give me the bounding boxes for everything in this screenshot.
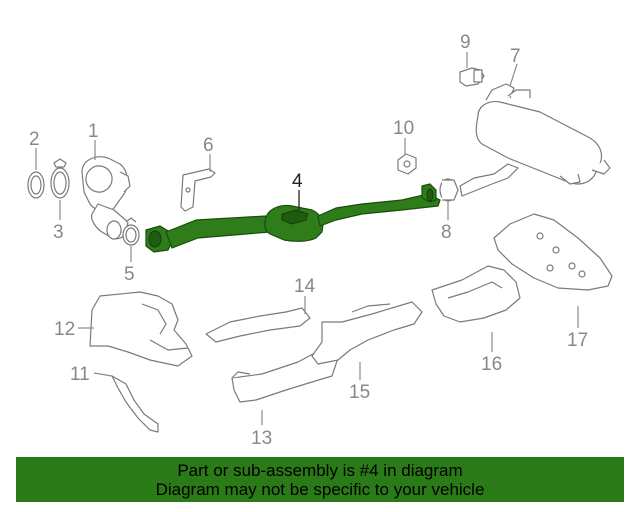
part-9-bracket[interactable] — [459, 67, 485, 87]
part-1-front-converter[interactable] — [81, 156, 131, 240]
part-12-heat-shield[interactable] — [89, 291, 193, 367]
callout-1[interactable]: 1 — [88, 121, 99, 142]
callout-3[interactable]: 3 — [53, 222, 64, 243]
part-3-clamp[interactable] — [50, 158, 70, 199]
part-4-intermediate-pipe[interactable] — [145, 183, 441, 253]
part-5-clamp[interactable] — [122, 217, 140, 246]
callout-6[interactable]: 6 — [203, 135, 214, 156]
callout-13[interactable]: 13 — [251, 428, 272, 449]
part-15-heat-shield[interactable] — [311, 301, 423, 365]
callout-15[interactable]: 15 — [349, 382, 370, 403]
callout-5[interactable]: 5 — [124, 264, 135, 285]
callout-2[interactable]: 2 — [29, 129, 40, 150]
banner-line-2: Diagram may not be specific to your vehi… — [155, 480, 485, 499]
part-2-gasket[interactable] — [27, 171, 45, 199]
callout-8[interactable]: 8 — [441, 222, 452, 243]
callout-9[interactable]: 9 — [460, 32, 471, 53]
exhaust-parts-diagram: 2 3 1 4 5 6 7 8 9 10 11 12 13 14 15 16 1… — [27, 32, 613, 449]
part-10-hanger[interactable] — [397, 153, 417, 175]
part-14-heat-shield[interactable] — [205, 307, 311, 343]
callout-7[interactable]: 7 — [510, 46, 521, 67]
part-13-heat-shield[interactable] — [231, 347, 339, 403]
callout-16[interactable]: 16 — [481, 354, 502, 375]
part-17-heat-shield[interactable] — [493, 213, 613, 291]
banner-line-1: Part or sub-assembly is #4 in diagram — [177, 461, 463, 480]
leader-7 — [509, 63, 518, 87]
part-8-clamp[interactable] — [439, 178, 459, 202]
part-16-heat-shield[interactable] — [431, 265, 521, 323]
part-7-muffler[interactable] — [459, 83, 611, 197]
callout-12[interactable]: 12 — [54, 319, 75, 340]
callout-10[interactable]: 10 — [393, 118, 414, 139]
leader-11 — [93, 372, 113, 377]
disclaimer-banner: Part or sub-assembly is #4 in diagram Di… — [16, 457, 624, 502]
part-11-bracket[interactable] — [111, 375, 159, 433]
part-6-bracket[interactable] — [180, 168, 216, 212]
callout-4[interactable]: 4 — [292, 171, 303, 192]
callout-11[interactable]: 11 — [70, 364, 90, 385]
callout-17[interactable]: 17 — [567, 330, 588, 351]
callout-14[interactable]: 14 — [294, 276, 316, 297]
